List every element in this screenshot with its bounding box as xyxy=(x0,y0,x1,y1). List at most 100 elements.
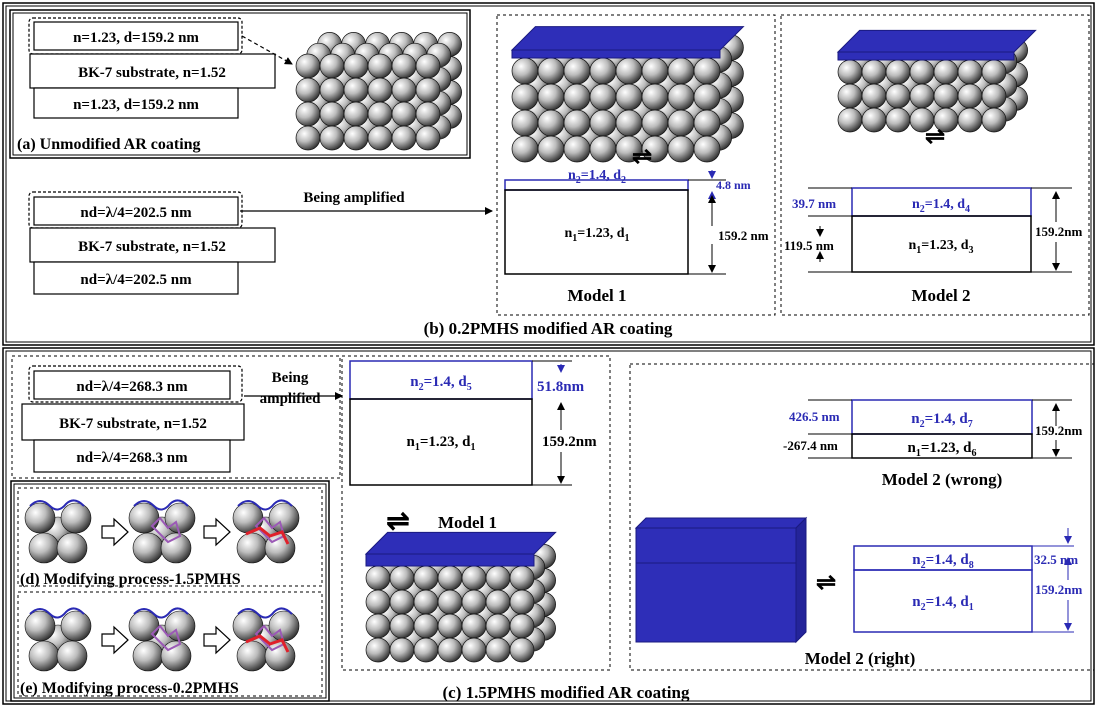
model2-box xyxy=(629,363,1095,671)
sphere xyxy=(132,532,164,564)
hollow-arrow-icon xyxy=(203,517,231,547)
sphere xyxy=(437,613,463,639)
bottom-layer-box xyxy=(33,261,239,295)
sphere xyxy=(589,135,617,163)
sphere xyxy=(415,101,441,127)
blue-film xyxy=(364,531,557,555)
sphere-stack-icon xyxy=(295,32,462,151)
panel-e-caption: (e) Modifying process-0.2PMHS xyxy=(20,680,239,697)
sphere xyxy=(615,109,643,137)
sphere xyxy=(160,532,192,564)
sphere xyxy=(537,83,565,111)
sphere xyxy=(437,637,463,663)
sphere xyxy=(511,109,539,137)
sphere xyxy=(319,101,345,127)
sphere xyxy=(667,57,695,85)
bottom-layer-label: n=1.23, d=159.2 nm xyxy=(73,97,199,113)
sphere xyxy=(365,589,391,615)
sphere xyxy=(563,57,591,85)
hollow-arrow-icon xyxy=(101,517,129,547)
sphere xyxy=(933,59,959,85)
sphere xyxy=(693,135,721,163)
sphere xyxy=(641,83,669,111)
substrate-box xyxy=(29,227,276,263)
sphere xyxy=(693,109,721,137)
substrate-label: BK-7 substrate, n=1.52 xyxy=(78,239,226,255)
model2-right-dim-top: 32.5 nm xyxy=(1034,552,1078,567)
model1-bottom-label: n1=1.23, d1 xyxy=(407,434,476,453)
model2-wrong-caption: Model 2 (wrong) xyxy=(882,470,1003,489)
sphere xyxy=(437,565,463,591)
model1-caption: Model 1 xyxy=(438,513,497,532)
sphere xyxy=(132,640,164,672)
sphere xyxy=(295,53,321,79)
sphere xyxy=(24,502,56,534)
sphere xyxy=(615,57,643,85)
reacted-bond xyxy=(245,634,290,653)
model1-caption: Model 1 xyxy=(567,286,626,305)
sphere xyxy=(981,107,1007,133)
top-layer-label: nd=λ/4=268.3 nm xyxy=(76,379,188,395)
bottom-layer-label: nd=λ/4=268.3 nm xyxy=(76,450,188,466)
sphere xyxy=(391,77,417,103)
blue-film xyxy=(836,29,1037,53)
sphere xyxy=(28,532,60,564)
sphere xyxy=(981,83,1007,109)
sphere xyxy=(461,589,487,615)
sphere xyxy=(343,53,369,79)
polymer-chain xyxy=(237,607,293,619)
model2-wrong-bottom-label: n1=1.23, d6 xyxy=(908,440,977,459)
sphere xyxy=(60,610,92,642)
polymer-chain xyxy=(133,607,189,619)
model1-dim-top: 4.8 nm xyxy=(716,178,751,192)
sphere xyxy=(615,83,643,111)
sphere xyxy=(365,565,391,591)
panel-d-caption: (d) Modifying process-1.5PMHS xyxy=(20,571,241,588)
model1-bottom-layer xyxy=(504,189,689,275)
sphere xyxy=(667,135,695,163)
sphere xyxy=(461,613,487,639)
sphere xyxy=(164,610,196,642)
bottom-layer-label: nd=λ/4=202.5 nm xyxy=(80,272,192,288)
sphere xyxy=(391,101,417,127)
sphere xyxy=(365,637,391,663)
crosslink xyxy=(254,516,286,544)
top-layer-box xyxy=(33,21,239,51)
sphere xyxy=(537,109,565,137)
sphere xyxy=(861,83,887,109)
equilibrium-arrows-icon: ⇌ xyxy=(386,506,409,537)
sphere xyxy=(160,640,192,672)
sphere xyxy=(511,83,539,111)
sphere xyxy=(641,109,669,137)
sphere xyxy=(861,59,887,85)
sphere xyxy=(981,59,1007,85)
sphere xyxy=(485,613,511,639)
equilibrium-arrows-icon: ⇌ xyxy=(632,144,652,170)
sphere xyxy=(957,59,983,85)
crosslink xyxy=(150,516,182,544)
sphere xyxy=(485,637,511,663)
model2-caption: Model 2 xyxy=(911,286,970,305)
sphere xyxy=(885,59,911,85)
sphere xyxy=(589,57,617,85)
crosslink xyxy=(150,624,182,652)
model2-dim-top: 39.7 nm xyxy=(792,196,836,211)
sphere xyxy=(164,502,196,534)
model2-box xyxy=(780,14,1090,316)
model1-bottom-label: n1=1.23, d1 xyxy=(564,226,629,244)
sphere xyxy=(295,125,321,151)
model1-dim-total: 159.2 nm xyxy=(718,228,769,243)
sphere xyxy=(343,101,369,127)
sphere xyxy=(365,613,391,639)
sphere xyxy=(268,610,300,642)
blue-film-icon xyxy=(634,516,808,644)
upper-frame xyxy=(2,2,1095,346)
polymer-chain xyxy=(237,499,293,511)
model2-right-bottom-layer xyxy=(853,569,1033,633)
sphere xyxy=(367,77,393,103)
sphere xyxy=(415,77,441,103)
model2-dim-total: 159.2nm xyxy=(1035,224,1082,239)
sphere xyxy=(485,589,511,615)
amplify-label-1: Being xyxy=(272,370,309,386)
sphere-stack-icon xyxy=(836,29,1037,133)
